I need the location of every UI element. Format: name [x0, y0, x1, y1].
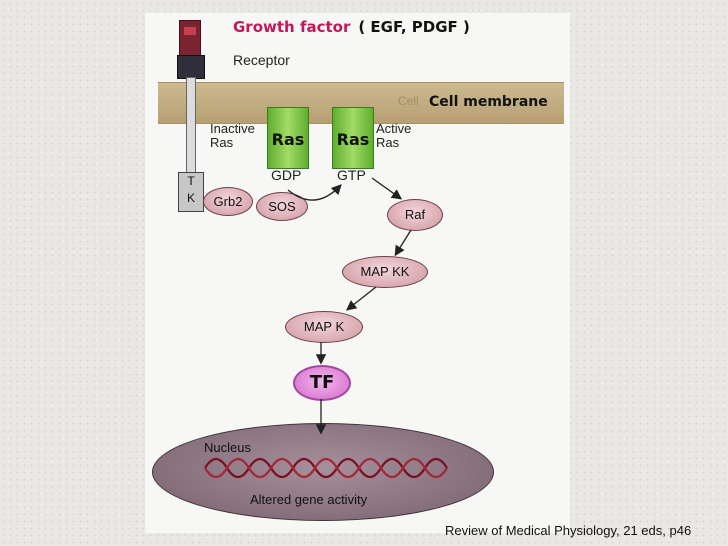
- transcription-factor-node: TF: [293, 365, 351, 401]
- map-kk-node: MAP KK: [342, 256, 428, 288]
- raf-to-mapkk-arrow: [394, 229, 412, 257]
- growth-factor-examples: ( EGF, PDGF ): [358, 18, 470, 36]
- gdp-label: GDP: [271, 167, 302, 183]
- gene-activity-label: Altered gene activity: [250, 492, 368, 507]
- citation: Review of Medical Physiology, 21 eds, p4…: [445, 523, 692, 538]
- receptor-label: Receptor: [233, 52, 290, 68]
- tyrosine-kinase-domain: T K: [178, 172, 204, 212]
- membrane-label: Cell membrane: [429, 94, 548, 110]
- map-k-node: MAP K: [285, 311, 363, 343]
- gdp-to-gtp-arrow: [287, 184, 342, 201]
- grb2-node: Grb2: [203, 187, 253, 216]
- ras-to-raf-arrow: [371, 177, 403, 200]
- growth-factor-label: Growth factor: [233, 18, 351, 36]
- ras-inactive-label: Ras: [271, 130, 305, 149]
- raf-node: Raf: [387, 199, 443, 231]
- growth-factor-title: Growth factor ( EGF, PDGF ): [233, 18, 470, 36]
- membrane-ghost-text: Cell: [398, 94, 419, 108]
- ras-inactive: Ras: [267, 107, 309, 169]
- nucleus-label: Nucleus: [204, 440, 251, 455]
- mapkk-to-mapk-arrow: [345, 286, 377, 311]
- gtp-label: GTP: [337, 167, 366, 183]
- dna-helix: [204, 457, 448, 479]
- ras-active: Ras: [332, 107, 374, 169]
- ras-active-label: Ras: [336, 130, 370, 149]
- tk-letter-t: T: [187, 174, 195, 188]
- tk-letter-k: K: [186, 191, 195, 205]
